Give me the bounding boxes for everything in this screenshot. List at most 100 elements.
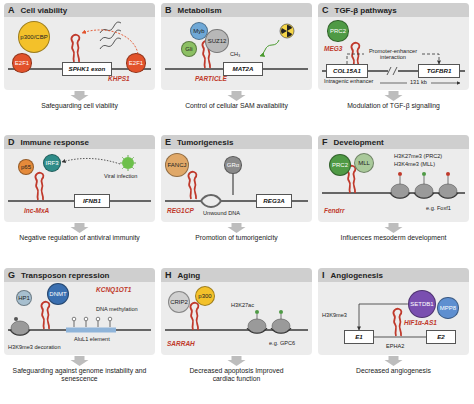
panel-title: Transposon repression [21, 271, 109, 280]
protein-circle: DNMT [47, 283, 69, 305]
panel-letter: B [165, 5, 172, 15]
panel-e-art [232, 173, 234, 195]
panel-letter: I [322, 270, 325, 280]
panel-a-art [71, 35, 79, 62]
lncrna-name: lnc-MxA [24, 207, 49, 214]
panel-header: ETumorigenesis [161, 135, 312, 149]
panel-header: B Metabolism [161, 3, 312, 17]
panel-header: ACell viability [4, 3, 155, 17]
protein-name: p300 [198, 293, 211, 299]
panel-d-art [8, 200, 151, 202]
panel-header: FDevelopment [318, 135, 469, 149]
lncrna-name: Fendrr [324, 207, 345, 214]
outcome-text: Modulation of TGF-β signalling [321, 102, 467, 110]
panel-e-art [188, 172, 196, 199]
protein-circle: p65 [18, 159, 34, 175]
panel-header: CTGF-β pathways [318, 3, 469, 17]
lncrna-name: SARRAH [167, 340, 195, 347]
protein-name: E2F1 [15, 60, 29, 66]
panel-f-art [322, 166, 465, 233]
gene-name: IFNB1 [83, 198, 101, 204]
panel-b-art [260, 40, 279, 56]
protein-name: PRC2 [330, 28, 346, 34]
protein-name: CRIP2 [170, 299, 188, 305]
protein-circle: PRC2 [327, 20, 348, 41]
panel-d-art [35, 173, 43, 200]
panel-f-art [347, 166, 355, 193]
outcome-text: Promotion of tumorigenicity [164, 234, 310, 242]
panel-title: Cell viability [21, 6, 68, 15]
panel-i-art [385, 356, 403, 366]
annotation: EPHA2 [386, 343, 404, 349]
panel-d-art [120, 155, 136, 171]
protein-circle: CRIP2 [168, 291, 191, 314]
protein-name: DNMT [49, 291, 66, 297]
panel-g-art [84, 317, 88, 321]
panel-h-art [271, 319, 291, 333]
panel-g-art [71, 356, 89, 366]
panel-a-art [100, 22, 121, 49]
protein-circle: MLL [354, 153, 374, 173]
protein-name: SETDB1 [410, 301, 433, 307]
protein-circle: IRF3 [43, 154, 61, 172]
panel: p300/CBPE2F1E2F1SPHK1 exonACell viabilit… [4, 3, 155, 90]
annotation: H3K4me3 (MLL) [394, 161, 435, 167]
panel-g-art [96, 317, 100, 321]
panel-title: Metabolism [178, 6, 222, 15]
panel-h-art [255, 310, 259, 314]
annotation: CH₃ [230, 51, 240, 57]
panel-title: Angiogenesis [331, 271, 383, 280]
panel-d-art [122, 157, 134, 169]
panel-header: I Angiogenesis [318, 268, 469, 282]
outcome-text: Safeguarding cell viability [7, 102, 153, 110]
panel-h-art [190, 303, 198, 330]
annotation: H3K27ac [231, 302, 254, 308]
protein-circle: PRC2 [329, 154, 351, 176]
panel-header: DImmune response [4, 135, 155, 149]
annotation: Intragenic enhancer [324, 78, 373, 84]
protein-name: HP1 [18, 295, 30, 301]
gene-box: E2 [426, 330, 456, 344]
protein-name: p65 [21, 164, 31, 170]
protein-circle: p300 [195, 286, 215, 306]
protein-circle: SUZ12 [205, 29, 229, 53]
annotation: H3K9me3 decoration [8, 344, 61, 350]
annotation: AluL1 element [74, 336, 110, 342]
panel-b-art [280, 24, 294, 38]
outcome-text: Negative regulation of antiviral immunit… [7, 234, 153, 242]
gene-box: REG3A [256, 194, 292, 208]
panel-title: Aging [178, 271, 201, 280]
annotation: Unwound DNA [203, 210, 240, 216]
panel-h-art [257, 314, 281, 319]
gene-name: REG3A [263, 198, 284, 204]
panel-c-art [322, 70, 465, 72]
panel-f-art [400, 176, 448, 184]
panel-letter: G [8, 270, 15, 280]
panel-a-art [82, 30, 138, 54]
panel-g-art [74, 321, 110, 327]
protein-name: Myb [193, 28, 204, 34]
panel-f-art [446, 172, 450, 176]
panel-g-art [66, 328, 116, 333]
protein-name: IRF3 [45, 160, 58, 166]
outcome-text: Safeguarding against genome instability … [7, 367, 153, 383]
gene-box: MAT2A [223, 62, 263, 76]
annotation: H3K9me3 [322, 312, 347, 318]
outcome-text: Decreased angiogenesis [321, 367, 467, 375]
annotation: DNA methylation [96, 306, 138, 312]
lncrna-name: REG1CP [167, 207, 194, 214]
annotation: Viral infection [104, 173, 137, 179]
panel-h-art [165, 303, 308, 366]
lncrna-name: KHPS1 [108, 75, 130, 82]
protein-circle: Gli [181, 41, 197, 57]
gene-name: SPHK1 exon [69, 66, 106, 72]
panel-g-art [108, 317, 112, 321]
protein-circle: E2F1 [12, 53, 31, 72]
panel-c-art [351, 43, 359, 70]
lncrna-name: KCNQ1OT1 [96, 286, 131, 293]
panel-header: H Aging [161, 268, 312, 282]
gene-name: MAT2A [233, 66, 254, 72]
panel-letter: H [165, 270, 172, 280]
panel-b-art [165, 68, 308, 70]
edge-label: Promoter-enhancer interaction [364, 48, 422, 60]
